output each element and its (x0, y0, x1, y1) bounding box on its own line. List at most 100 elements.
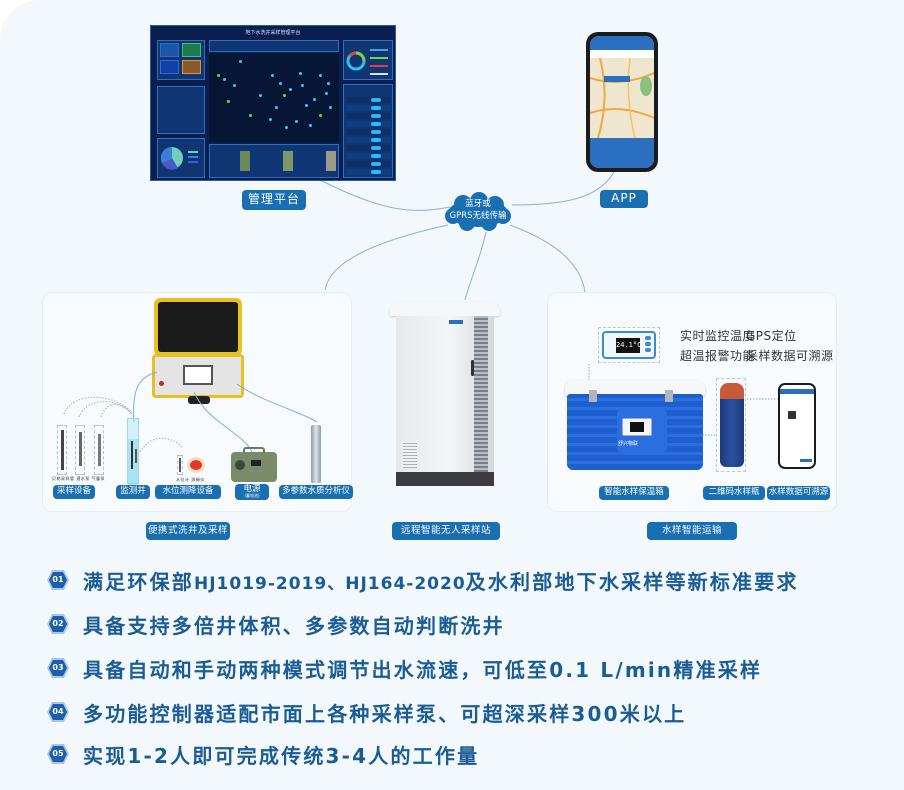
dashboard-title: 地下水洗井采样管理平台 (245, 30, 301, 36)
dashboard-table-row (347, 161, 391, 167)
map-marker (275, 106, 278, 109)
app-phone-screenshot (586, 32, 658, 172)
monitoring-well-image (127, 418, 139, 485)
item-sampling-equipment: 采样设备 (53, 485, 95, 499)
feature-gps: GPS定位 (746, 329, 797, 343)
map-marker (313, 98, 316, 101)
map-marker (239, 60, 242, 63)
tape-reel-image (187, 455, 207, 475)
feature-item: 01 满足环保部HJ1019-2019、HJ164-2020及水利部地下水采样等新… (46, 565, 799, 595)
map-marker (223, 78, 226, 81)
map-marker (283, 94, 286, 97)
sampling-device-captions: 贝勒采样管 潜水泵 气囊泵 (52, 476, 112, 482)
bladder-pump-image (94, 425, 104, 475)
map-view (590, 58, 654, 138)
line-hub-app (511, 169, 616, 206)
number-badge-icon: 03 (46, 657, 70, 679)
temperature-readout: 24.1°C (616, 338, 641, 353)
map-marker (327, 82, 330, 85)
caption-bladder: 气囊泵 (91, 476, 106, 481)
map-marker (271, 74, 274, 77)
line-hub-station (464, 231, 487, 301)
dashboard-table-row (347, 137, 391, 143)
donut-chart-icon (346, 49, 388, 75)
feature-text: 具备支持多倍井体积、多参数自动判断洗井 (83, 613, 505, 638)
line-hub-portable (324, 224, 449, 291)
feature-text: 具备自动和手动两种模式调节出水流速，可低至0.1 L/min精准采样 (83, 657, 763, 682)
app-info-panel (590, 138, 654, 168)
map-marker (249, 114, 252, 117)
number-badge-text: 02 (52, 619, 64, 628)
dashboard-table-row (347, 121, 391, 127)
feature-text: 满足环保部HJ1019-2019、HJ164-2020及水利部地下水采样等新标准… (83, 569, 799, 594)
line-hub-transport (509, 224, 586, 293)
power-station-image (231, 447, 277, 482)
map-marker (295, 120, 298, 123)
dashboard-map (209, 54, 339, 142)
feature-item: 04 多功能控制器适配市面上各种采样泵、可超深采样300米以上 (46, 697, 686, 727)
map-marker (329, 106, 332, 109)
qr-sample-bottle-image (716, 378, 746, 472)
map-marker (217, 74, 220, 77)
stat-card (160, 43, 179, 57)
number-badge-text: 01 (52, 575, 64, 584)
feature-text: 多功能控制器适配市面上各种采样泵、可超深采样300米以上 (83, 701, 687, 726)
dashboard-gauge-panel (343, 40, 393, 80)
number-badge-text: 04 (52, 707, 64, 716)
level-device-captions: 水位计 测绳仪 (176, 477, 205, 483)
dashboard-table-row (347, 97, 391, 103)
water-level-meter-image (177, 455, 183, 475)
number-badge-text: 03 (52, 663, 64, 672)
dashboard-table-row (347, 169, 391, 175)
line-hub-platform (319, 179, 451, 211)
map-marker (319, 114, 322, 117)
item-smart-cooler-box: 智能水样保温箱 (599, 486, 669, 500)
cabinet-handle (471, 360, 474, 376)
item-power-source: 电源 (蓄电池) (235, 484, 269, 500)
portable-group-title: 便携式洗井及采样 (146, 522, 230, 540)
dashboard-photos-panel (209, 144, 339, 178)
stat-card (160, 60, 179, 74)
dashboard-table-panel (343, 84, 393, 178)
hub-label-line2: GPRS无线传输 (449, 211, 507, 221)
hub-label-line1: 蓝牙或 (465, 199, 491, 209)
feature-text: 实现1-2人即可完成传统3-4人的工作量 (83, 743, 480, 768)
item-water-quality-analyzer: 多参数水质分析仪 (279, 485, 353, 499)
feature-overtemp-alarm: 超温报警功能 (680, 349, 756, 363)
portable-connectors (63, 371, 318, 453)
feature-item: 02 具备支持多倍井体积、多参数自动判断洗井 (46, 609, 505, 639)
item-qr-sample-bottle: 二维码水样瓶 (703, 486, 765, 500)
stat-card (182, 60, 201, 74)
map-marker (299, 72, 302, 75)
traceability-phone-image (778, 383, 816, 469)
transport-group-title: 水样智能运输 (647, 522, 737, 540)
number-badge-icon: 04 (46, 701, 70, 723)
map-marker (301, 84, 304, 87)
map-marker (233, 84, 236, 87)
controller-case-image (152, 298, 244, 406)
hub-label: 蓝牙或 GPRS无线传输 (443, 198, 513, 222)
app-search-bar (590, 50, 654, 58)
map-marker (259, 94, 262, 97)
map-marker (289, 88, 292, 91)
number-badge-icon: 01 (46, 569, 70, 591)
cooler-brand: 舒兴物联 (618, 441, 639, 447)
caption-tape: 测绳仪 (191, 477, 205, 482)
smart-cooler-box-image: 舒兴物联 (565, 380, 705, 470)
number-badge-icon: 05 (46, 743, 70, 765)
cabinet-logo (449, 320, 463, 324)
map-marker (279, 82, 282, 85)
dashboard-table-row (347, 145, 391, 151)
item-traceable-data: 水样数据可溯源 (767, 486, 830, 500)
map-marker (285, 126, 288, 129)
item-monitoring-well: 监测井 (116, 485, 150, 499)
station-title: 远程智能无人采样站 (392, 522, 500, 540)
map-marker (227, 100, 230, 103)
caption-level-meter: 水位计 (176, 477, 190, 482)
cloud-icon (445, 192, 511, 231)
power-sublabel: (蓄电池) (244, 493, 260, 499)
caption-pump: 潜水泵 (76, 476, 90, 481)
feature-item: 05 实现1-2人即可完成传统3-4人的工作量 (46, 739, 479, 769)
map-marker (269, 118, 272, 121)
